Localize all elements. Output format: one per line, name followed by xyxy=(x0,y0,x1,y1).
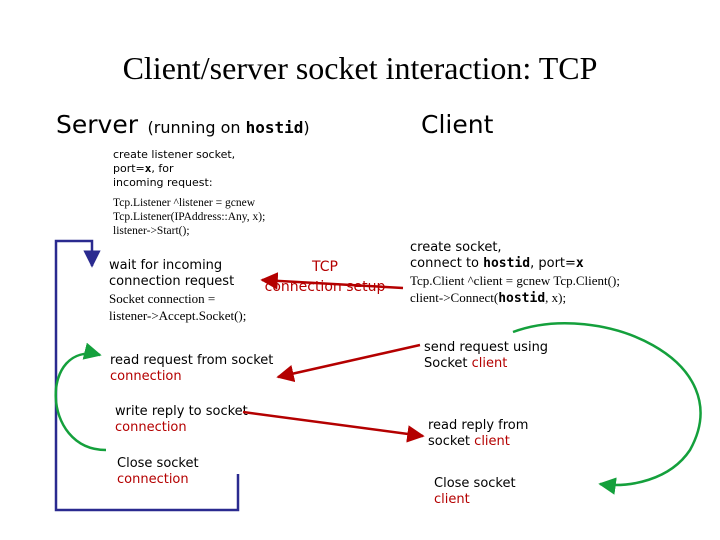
request-arrow xyxy=(276,343,421,383)
server-wait-block: wait for incoming connection request Soc… xyxy=(109,258,247,323)
server-header: Server (running on hostid) xyxy=(56,110,310,139)
server-loop-line xyxy=(54,239,240,512)
server-listener-code: Tcp.Listener ^listener = gcnew Tcp.Liste… xyxy=(113,197,266,237)
setup-arrow xyxy=(260,272,404,290)
client-send-request: send request using Socket client xyxy=(424,340,549,371)
server-note: (running on hostid) xyxy=(147,118,310,137)
client-close-socket: Close socket client xyxy=(434,476,516,507)
server-read-request: read request from socket connection xyxy=(110,353,274,384)
reply-arrow xyxy=(242,410,425,443)
server-write-reply: write reply to socket connection xyxy=(115,404,248,435)
server-label: Server xyxy=(56,110,138,139)
server-green-loop xyxy=(54,342,107,452)
slide-title: Client/server socket interaction: TCP xyxy=(122,50,598,86)
server-close-socket: Close socket connection xyxy=(117,456,199,487)
server-create-listener: create listener socket, port=x, for inco… xyxy=(113,148,236,189)
client-read-reply: read reply from socket client xyxy=(428,418,529,449)
client-create-socket: create socket, connect to hostid, port=x… xyxy=(410,240,620,306)
client-green-loop xyxy=(512,322,702,495)
client-header: Client xyxy=(421,110,494,139)
